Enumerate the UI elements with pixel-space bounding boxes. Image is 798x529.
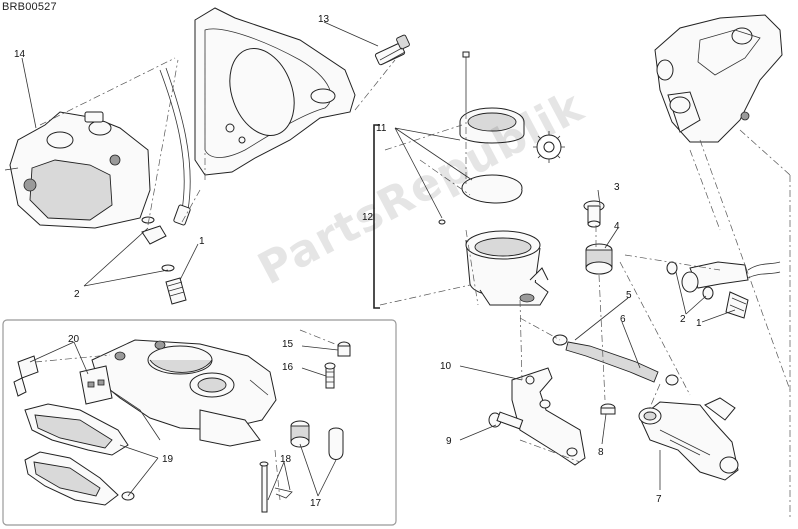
callout-7: 7 <box>656 494 662 505</box>
bolt-13 <box>374 34 410 66</box>
pad-spring-20 <box>13 355 113 405</box>
callout-9: 9 <box>446 436 452 447</box>
brake-fluid-reservoir <box>438 51 549 306</box>
brake-pads-inset-frame <box>2 319 397 526</box>
callout-5: 5 <box>626 290 632 301</box>
callout-12: 12 <box>362 212 374 223</box>
callout-6: 6 <box>620 314 626 325</box>
callout-20: 20 <box>68 334 80 345</box>
brake-pad-lower <box>24 451 135 506</box>
callout-13: 13 <box>318 14 330 25</box>
rear-master-cylinder <box>638 397 739 481</box>
callout-11: 11 <box>376 123 387 134</box>
callout-18: 18 <box>280 454 292 465</box>
callout-1-right: 1 <box>696 318 702 329</box>
bolt-9 <box>488 411 524 430</box>
bolt-3 <box>583 200 605 228</box>
callout-2-right: 2 <box>680 314 686 325</box>
callout-1-left: 1 <box>199 236 205 247</box>
callout-10: 10 <box>440 361 452 372</box>
gear-icon <box>533 131 565 163</box>
caliper-support-plate <box>194 7 356 176</box>
callout-16: 16 <box>282 362 294 373</box>
dust-cover-17 <box>290 420 344 460</box>
callout-14: 14 <box>14 49 26 60</box>
inset-caliper <box>91 339 277 447</box>
brake-pad-upper <box>24 403 129 456</box>
nut-8 <box>600 403 616 415</box>
master-cylinder-bracket <box>654 14 783 143</box>
callout-19: 19 <box>162 454 174 465</box>
callout-3: 3 <box>614 182 620 193</box>
callout-4: 4 <box>614 221 620 232</box>
grommet-4 <box>585 243 613 275</box>
pad-pin-18 <box>259 461 293 513</box>
diagram-code: BRB00527 <box>2 1 57 13</box>
bleed-valve-cap-15 <box>337 341 351 357</box>
callout-15: 15 <box>282 339 294 350</box>
rear-brake-caliper <box>4 111 151 229</box>
callout-17: 17 <box>310 498 322 509</box>
reservoir-hose <box>552 334 679 386</box>
callout-2-left: 2 <box>74 289 80 300</box>
callout-8: 8 <box>598 447 604 458</box>
banjo-fitting-right <box>666 261 781 319</box>
bleed-screw-16 <box>324 362 336 389</box>
banjo-fitting-left <box>141 204 191 305</box>
